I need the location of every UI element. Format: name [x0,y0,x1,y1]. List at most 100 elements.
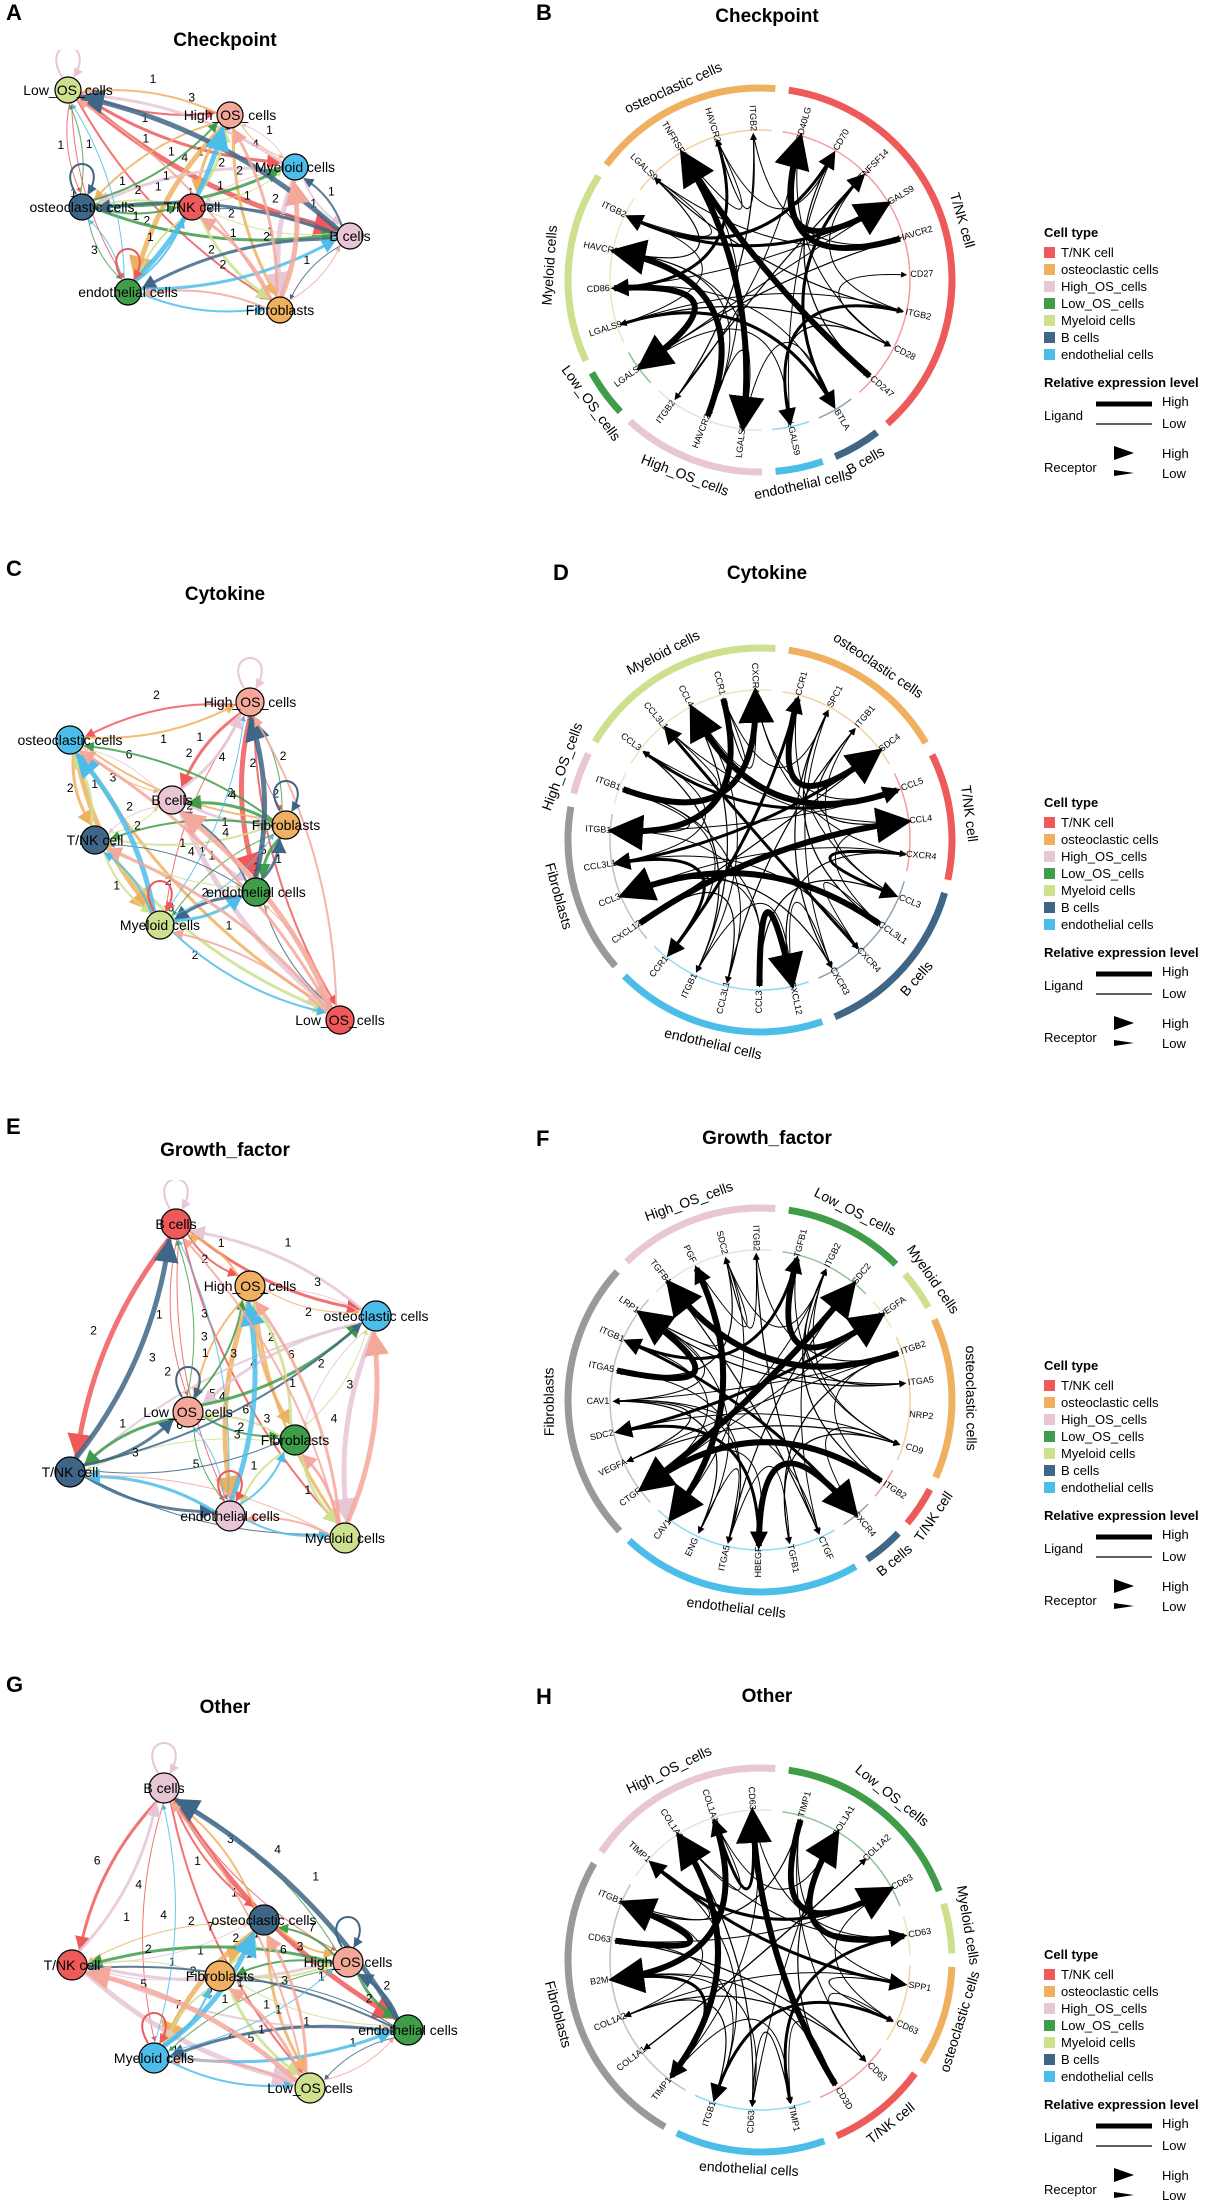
legend-swatch [1044,919,1055,930]
interaction-edge [173,929,329,1015]
ligand-low-label: Low [1162,2138,1186,2153]
legend-swatch [1044,332,1055,343]
edge-weight-label: 1 [197,1944,204,1958]
sector-arc [564,1269,623,1534]
ligand-receptor-chord [642,750,720,972]
ligand-receptor-chord [615,855,859,950]
inner-arc [895,1336,911,1461]
receptor-arrow-high [1114,1579,1134,1593]
edge-weight-label: 4 [331,1411,338,1425]
gene-label: CD27 [910,268,933,279]
edges: 11111214111231421111412321221211121111 [55,50,343,315]
ligand-receptor-chord [824,728,896,896]
interaction-edge [84,1965,299,2083]
gene-label: CD63 [895,2018,920,2037]
receptor-arrow-low [1114,2192,1134,2198]
edge-weight-label: 6 [242,1402,249,1416]
sector-arc [564,1861,667,2130]
gene-label: ITGB1 [585,823,612,835]
edge-weight-label: 2 [201,1252,208,1266]
inner-arc [819,2048,882,2099]
network-diagram-growth-factor: 211224123453132214331315636611323B cells… [42,1180,429,1554]
edge-weight-label: 1 [57,138,64,152]
edge-weight-label: 1 [142,111,149,125]
edge-weight-label: 5 [140,1977,147,1991]
gene-label: VEGFA [877,1294,907,1319]
gene-label: ITGB2 [905,306,933,321]
interaction-edge [182,1236,338,1524]
gene-label: SDC4 [877,731,902,753]
node-circle [279,1424,311,1456]
self-loop-edge [141,2012,169,2044]
gene-label: CTGF [817,1535,836,1562]
legend-swatch [1044,2054,1055,2065]
gene-label: TIMP1 [787,2104,802,2132]
edge-weight-label: 2 [90,1323,97,1337]
edge-weight-label: 1 [222,1992,229,2006]
ligand-low-label: Low [1162,416,1186,431]
ligand-receptor-chord [756,909,804,990]
edge-weight-label: 2 [126,799,133,813]
interaction-edge [254,1300,342,1525]
ligand-receptor-chord [692,697,747,768]
gene-label: HAVCR2 [703,106,723,143]
gene-label: ITGB2 [881,1478,908,1501]
gene-label: CXCL12 [610,918,644,946]
node-circle [68,193,96,221]
edge-weight-label: 1 [226,918,233,932]
legend-item-label: Myeloid cells [1061,883,1136,898]
legend-title: Cell type [1044,225,1099,240]
edge-weight-label: 2 [186,799,193,813]
receptor-arrow-high [1114,2168,1134,2182]
node-fibroblasts: Fibroblasts [252,810,320,840]
sector-label: Myeloid cells [538,225,560,306]
legend-item-label: osteoclastic cells [1061,832,1159,847]
interaction-edge [267,1935,308,2074]
gene-label: CD63 [866,2060,890,2083]
sector-arc [940,1902,956,1954]
edge-weight-label: 1 [142,132,149,146]
sector-arc [564,173,602,363]
sector-arc [928,753,956,881]
chords [609,132,908,433]
legend-item-low-os-cells: Low_OS_cells [1044,865,1204,882]
edge-weight-label: 2 [188,1914,195,1928]
edge-weight-label: 2 [208,243,215,257]
legend-item-label: T/NK cell [1061,815,1114,830]
interaction-edge [154,1804,176,2044]
interaction-edge [77,1801,161,1953]
self-loop-edge [151,1742,179,1774]
sector-arc [598,1764,776,1854]
ligand-receptor-chord [805,1828,905,1943]
ligand-receptor-chord [683,139,743,210]
receptor-label: Receptor [1044,1030,1097,1045]
legend-item-label: Low_OS_cells [1061,296,1145,311]
self-loop-edge [147,880,175,912]
legend-item-endothelial-cells: endothelial cells [1044,2068,1204,2085]
legend-item-label: Low_OS_cells [1061,1429,1145,1444]
interaction-edge [109,842,243,889]
legend-swatch [1044,1380,1055,1391]
legend-item-label: Myeloid cells [1061,2035,1136,2050]
ligand-receptor-chord [614,1898,694,1949]
node-label: B cells [151,792,192,808]
ligand-receptor-chord [679,1820,742,1891]
ligand-receptor-chord [642,1449,763,1547]
ligand-receptor-chord [614,830,764,988]
gene-label: CCL5 [900,776,925,793]
node-myeloid-cells: Myeloid cells [114,2042,194,2074]
edge-weight-label: 4 [160,1908,167,1922]
inner-arc [886,1965,911,2041]
node-high-os-cells: High_OS_cells [204,1270,296,1302]
ligand-receptor-chord [642,750,901,810]
node-label: T/NK cell [42,1464,99,1480]
node-endothelial-cells: endothelial cells [180,1500,280,1532]
gene-label: CCL3L1 [714,981,731,1015]
ligand-receptor-chord [804,710,833,969]
node-label: B cells [155,1216,196,1232]
interaction-edge [168,1968,335,2051]
gene-label: HAVCR2 [897,224,934,244]
ligand-receptor-chord [696,1257,748,1328]
